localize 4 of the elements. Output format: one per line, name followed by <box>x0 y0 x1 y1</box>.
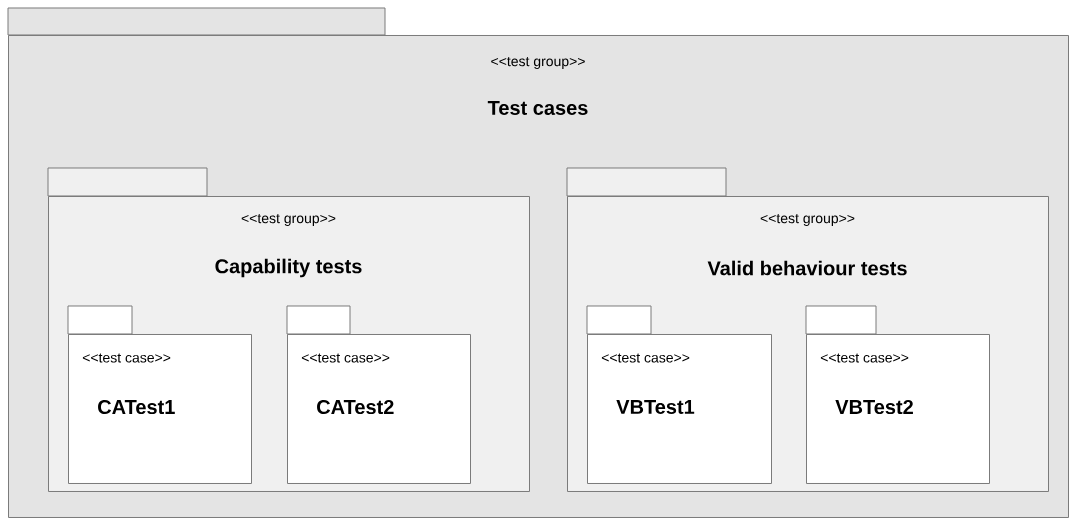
package-box: <<test case>> CATest1 <box>67 305 252 484</box>
package-box: <<test case>> CATest2 <box>286 305 471 484</box>
package-box: <<test case>> VBTest1 <box>586 305 772 484</box>
package-box: <<test case>> VBTest2 <box>805 305 990 484</box>
